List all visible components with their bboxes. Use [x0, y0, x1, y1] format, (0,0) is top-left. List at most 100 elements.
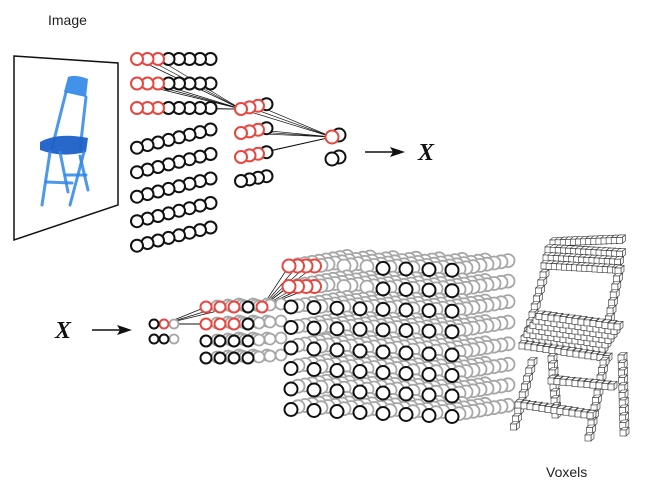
arrow-head-icon: [390, 147, 405, 157]
latent-input-bottom: X: [54, 318, 132, 344]
voxel-face-front: [535, 313, 543, 320]
voxel-face-front: [607, 383, 615, 391]
neuron-node: [199, 317, 213, 331]
voxel-cube: [511, 412, 523, 423]
voxel-cube: [547, 352, 558, 363]
neuron-node: [130, 165, 144, 180]
voxel-face-front: [530, 344, 538, 352]
voxel-cube: [596, 371, 607, 382]
neuron-node: [234, 174, 248, 188]
voxel-cube: [619, 426, 630, 437]
neuron-node: [130, 189, 144, 204]
voxel-cube: [607, 296, 619, 307]
voxel-face-front: [527, 359, 535, 367]
voxel-cube: [536, 276, 548, 287]
neuron-node: [281, 258, 297, 274]
neuron-node: [375, 260, 391, 276]
voxel-face-front: [560, 348, 568, 356]
voxel-face-front: [547, 314, 555, 322]
neuron-node: [398, 282, 414, 297]
neuron-node: [421, 262, 437, 278]
neuron-node: [283, 340, 299, 356]
neuron-node: [421, 303, 437, 319]
voxel-face-front: [535, 287, 542, 295]
neuron-node: [329, 342, 345, 358]
voxel-cube: [590, 401, 601, 412]
neuron-node: [213, 351, 227, 365]
voxel-face-front: [514, 407, 522, 415]
voxel-face-front: [523, 375, 530, 383]
input-image-panel: [13, 55, 119, 242]
neuron-node: [444, 283, 460, 299]
neuron-node: [199, 300, 213, 314]
depth-node: [168, 333, 180, 345]
voxel-face-front: [589, 320, 597, 328]
voxel-face-front: [537, 279, 545, 287]
voxel-cube: [618, 419, 630, 430]
chair-backrest: [64, 75, 88, 97]
voxel-face-front: [548, 347, 556, 354]
neuron-node: [283, 381, 299, 397]
neuron-node: [213, 300, 227, 314]
neuron-node: [329, 300, 345, 316]
voxel-face-front: [601, 383, 609, 390]
voxel-cube: [524, 364, 536, 375]
neuron-node: [306, 382, 322, 398]
voxel-face-front: [568, 409, 576, 417]
voxel-face-front: [565, 379, 573, 387]
voxel-cube: [534, 284, 546, 295]
voxel-face-front: [512, 415, 519, 423]
voxel-face-front: [518, 391, 526, 399]
neuron-node: [283, 402, 299, 417]
voxel-face-front: [526, 403, 534, 411]
neuron-node: [398, 386, 414, 402]
neuron-node: [199, 334, 213, 348]
neuron-node: [306, 320, 322, 336]
neuron-node: [130, 52, 144, 66]
voxel-cube: [585, 424, 597, 435]
voxel-face-front: [542, 346, 550, 353]
voxel-face-front: [609, 291, 617, 299]
neuron-node: [352, 405, 368, 420]
voxel-face-front: [562, 408, 570, 416]
voxel-face-front: [595, 321, 603, 328]
voxel-face-front: [614, 267, 622, 275]
voxel-cube: [539, 268, 550, 279]
voxel-cube: [615, 234, 627, 245]
voxel-cube: [586, 409, 597, 420]
neuron-node: [324, 151, 340, 167]
neuron-node: [329, 404, 345, 419]
voxel-cube: [604, 312, 616, 323]
voxel-cube: [597, 364, 609, 375]
voxel-face-front: [559, 316, 567, 324]
voxel-face-front: [571, 317, 579, 325]
voxel-face-front: [524, 343, 532, 351]
voxel-face-front: [541, 313, 549, 321]
image-label: Image: [48, 12, 87, 28]
neuron-node: [352, 301, 368, 317]
neuron-node: [130, 140, 144, 155]
depth-node: [252, 333, 266, 347]
encoder-network: [130, 52, 347, 253]
chair-leg: [40, 150, 52, 207]
neuron-node: [148, 318, 160, 330]
neuron-node: [255, 300, 269, 314]
neuron-node: [241, 300, 255, 314]
latent-vector-label-top: X: [417, 140, 435, 166]
voxel-face-front: [578, 351, 586, 359]
neuron-node: [158, 333, 170, 345]
neuron-node: [130, 214, 144, 229]
depth-node: [263, 332, 277, 346]
voxel-cube: [615, 248, 627, 258]
voxel-face-front: [607, 322, 615, 330]
neuron-node: [375, 281, 391, 297]
neuron-node: [375, 365, 391, 380]
voxel-face-front: [571, 380, 579, 387]
neuron-node: [375, 385, 391, 401]
voxel-face-front: [547, 377, 555, 385]
depth-node: [168, 318, 180, 330]
depth-node: [252, 316, 266, 330]
voxel-cube: [617, 351, 628, 362]
voxel-cube: [599, 356, 610, 367]
